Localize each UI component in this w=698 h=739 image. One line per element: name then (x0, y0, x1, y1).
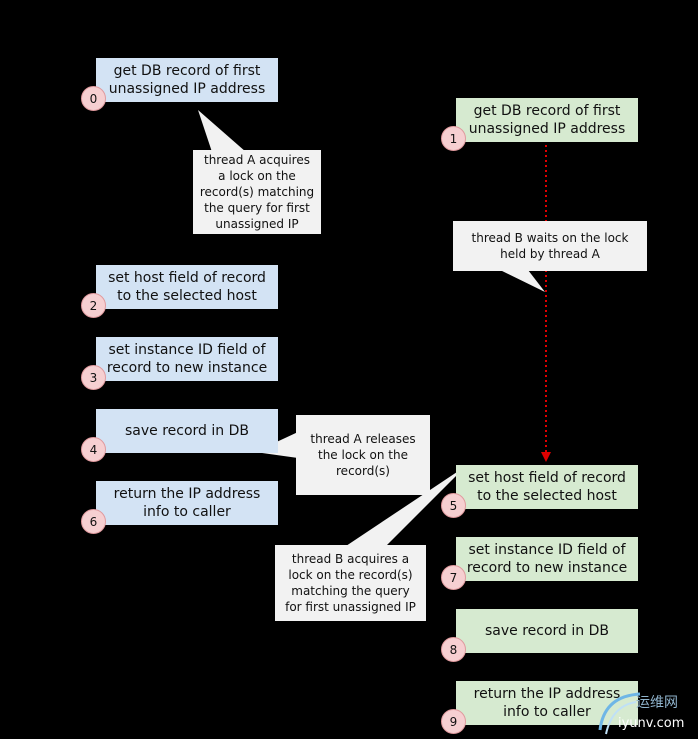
step-number-6: 6 (81, 509, 106, 534)
step-box-0: get DB record of first unassigned IP add… (96, 58, 278, 102)
step-number-4: 4 (81, 437, 106, 462)
step-box-1: get DB record of first unassigned IP add… (456, 98, 638, 142)
note-thread-a-releases: thread A releases the lock on the record… (296, 415, 430, 495)
step-box-7: set instance ID field of record to new i… (456, 537, 638, 581)
step-box-4: save record in DB (96, 409, 278, 453)
step-box-8: save record in DB (456, 609, 638, 653)
step-number-8: 8 (441, 637, 466, 662)
watermark-site: iyunv.com (618, 716, 685, 731)
step-box-6: return the IP address info to caller (96, 481, 278, 525)
step-box-9: return the IP address info to caller (456, 681, 638, 725)
step-number-9: 9 (441, 709, 466, 734)
step-number-3: 3 (81, 365, 106, 390)
step-box-3: set instance ID field of record to new i… (96, 337, 278, 381)
callout-tail-b-waits (500, 270, 545, 292)
step-number-0: 0 (81, 86, 106, 111)
step-number-5: 5 (441, 493, 466, 518)
step-number-7: 7 (441, 565, 466, 590)
watermark-brand: 运维网 (636, 695, 678, 711)
step-number-2: 2 (81, 293, 106, 318)
note-thread-a-acquires: thread A acquires a lock on the record(s… (193, 150, 321, 234)
step-box-5: set host field of record to the selected… (456, 465, 638, 509)
callout-tail-b-acquires (346, 466, 466, 546)
note-thread-b-acquires: thread B acquires a lock on the record(s… (275, 545, 426, 621)
step-number-1: 1 (441, 126, 466, 151)
wait-arrow-head (541, 452, 551, 462)
callout-tail-a-acquires (198, 110, 246, 152)
step-box-2: set host field of record to the selected… (96, 265, 278, 309)
note-thread-b-waits: thread B waits on the lock held by threa… (453, 221, 647, 271)
